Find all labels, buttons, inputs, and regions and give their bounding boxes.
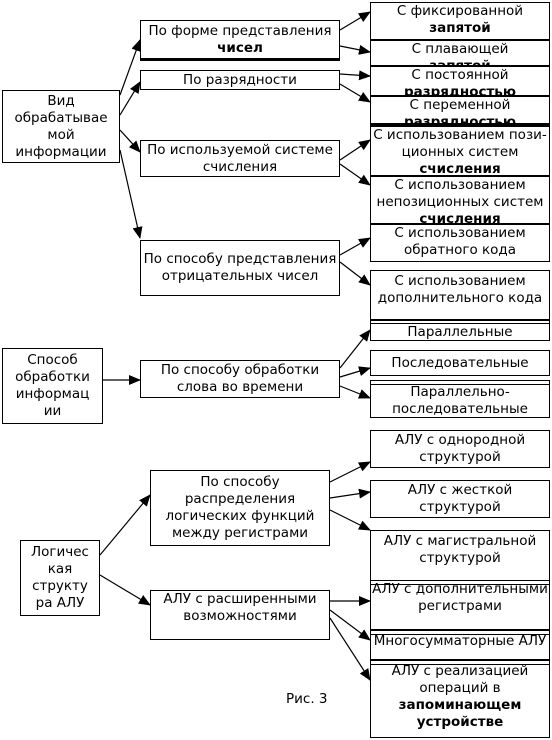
arrow-form-to-float — [339, 44, 371, 55]
category-by-form-bold: чисел — [217, 39, 263, 56]
arrow-root-to-system — [119, 129, 141, 153]
category-by-system-label: По используемой системе счисления — [147, 141, 333, 175]
leaf-floating-point-bold: запятой — [429, 58, 491, 68]
category-by-distribution: По способу распределения логических функ… — [150, 470, 330, 546]
arrow-width-to-var — [339, 83, 371, 103]
arrow-root-to-form — [119, 39, 141, 96]
category-extended-alu: АЛУ с расширенными возможностями — [150, 590, 330, 640]
root-alu-structure-line: ра АЛУ — [35, 595, 85, 611]
arrow-distribution-to-homogeneous — [329, 461, 371, 483]
leaf-variable-width: С переменной разрядностью — [370, 96, 550, 126]
category-by-form: По форме представления чисел — [140, 20, 340, 61]
root-info-type-line: мой — [47, 126, 75, 143]
leaf-fixed-point-bold: запятой — [429, 20, 491, 36]
root-processing-method: Способ обработки информац ии — [2, 348, 103, 424]
leaf-memory: АЛУ с реализацией операций в запоминающе… — [370, 660, 550, 738]
root-alu-structure: Логичес кая структу ра АЛУ — [20, 540, 100, 616]
leaf-bus-label: АЛУ с магистральной структурой — [383, 533, 537, 566]
root-processing-method-line: обработки — [15, 369, 90, 385]
leaf-nonpositional: С использованием непозиционных систем сч… — [370, 176, 550, 226]
leaf-memory-bold: запоминающем устройстве — [398, 697, 522, 730]
root-alu-structure-line: структу — [32, 578, 88, 594]
root-info-type-line: обрабатывае — [14, 109, 108, 126]
leaf-fixed-point-line: С фиксированной — [396, 3, 524, 19]
leaf-parallel-serial: Параллельно-последовательные — [370, 380, 550, 418]
root-info-type: Вид обрабатывае мой информации — [2, 90, 120, 163]
root-alu-structure-line: кая — [47, 561, 73, 577]
arrow-system-to-nonpos — [339, 163, 371, 186]
leaf-serial: Последовательные — [370, 350, 550, 376]
leaf-memory-label: АЛУ с реализацией операций в — [391, 663, 529, 696]
leaf-serial-label: Последовательные — [391, 354, 529, 371]
root-info-type-line: информации — [15, 143, 107, 160]
category-extended-alu-label: АЛУ с расширенными возможностями — [163, 591, 317, 624]
category-by-negative-label: По способу представления отрицательных ч… — [143, 251, 337, 284]
category-by-system: По используемой системе счисления — [140, 140, 340, 177]
arrow-distribution-to-bus — [329, 509, 371, 531]
leaf-floating-point: С плавающей запятой — [370, 40, 550, 68]
root-processing-method-line: Способ — [27, 352, 78, 368]
leaf-homogeneous-label: АЛУ с однородной структурой — [394, 432, 526, 465]
leaf-rigid: АЛУ с жесткой структурой — [370, 480, 550, 518]
leaf-reverse-code: С использованием обратного кода — [370, 224, 550, 262]
leaf-multisum: Многосумматорные АЛУ — [370, 630, 550, 660]
arrow-logic-to-extended — [99, 574, 151, 606]
root-processing-method-line: ии — [43, 403, 62, 419]
root-alu-structure-line: Логичес — [31, 544, 89, 560]
leaf-positional-bold: счисления — [419, 161, 501, 176]
arrow-negative-to-reverse — [339, 237, 371, 256]
category-by-form-label: По форме представления — [148, 22, 332, 39]
arrow-root-to-negative — [119, 149, 143, 239]
leaf-positional-label: С использованием пози-ционных систем — [373, 127, 547, 160]
leaf-additional-registers: АЛУ с дополнительными регистрами — [370, 580, 550, 630]
leaf-fixed-point: С фиксированной запятой — [370, 2, 550, 40]
category-by-time: По способу обработки слова во времени — [140, 360, 340, 398]
root-processing-method-line: информац — [15, 386, 90, 402]
leaf-nonpositional-bold: счисления — [419, 211, 501, 226]
arrow-category-to-serial — [339, 366, 371, 378]
arrow-root-to-width — [119, 81, 141, 116]
leaf-complement-code-label: С использованием дополнительного кода — [377, 273, 543, 306]
leaf-variable-width-line: С переменной — [409, 97, 511, 113]
arrow-system-to-pos — [339, 139, 371, 161]
leaf-positional: С использованием пози-ционных систем счи… — [370, 126, 550, 176]
arrow-category-to-mixed — [339, 385, 371, 399]
arrow-form-to-fixed — [339, 11, 371, 31]
leaf-complement-code: С использованием дополнительного кода — [370, 270, 550, 320]
leaf-floating-point-line: С плавающей — [411, 41, 509, 57]
leaf-parallel-serial-label: Параллельно-последовательные — [392, 384, 528, 417]
arrow-distribution-to-rigid — [329, 488, 371, 499]
leaf-variable-width-bold: разрядностью — [404, 114, 516, 126]
category-by-width: По разрядности — [140, 70, 340, 90]
arrow-extended-to-multisum — [329, 609, 371, 641]
arrow-width-to-const — [339, 70, 371, 81]
leaf-constant-width: С постоянной разрядностью — [370, 66, 550, 96]
arrow-logic-to-distribution — [99, 494, 151, 556]
category-by-time-label: По способу обработки слова во времени — [160, 362, 320, 395]
leaf-nonpositional-label: С использованием непозиционных систем — [376, 177, 544, 210]
category-by-width-label: По разрядности — [183, 71, 297, 88]
leaf-constant-width-bold: разрядностью — [404, 84, 516, 96]
leaf-multisum-label: Многосумматорные АЛУ — [373, 633, 547, 649]
figure-caption: Рис. 3 — [286, 691, 328, 707]
arrow-negative-to-complement — [339, 261, 371, 286]
leaf-homogeneous: АЛУ с однородной структурой — [370, 430, 550, 468]
leaf-parallel-label: Параллельные — [407, 324, 513, 340]
leaf-parallel: Параллельные — [370, 320, 550, 341]
leaf-reverse-code-label: С использованием обратного кода — [394, 225, 526, 258]
arrow-extended-to-memory — [329, 617, 371, 681]
arrow-category-to-parallel — [339, 329, 371, 369]
leaf-bus: АЛУ с магистральной структурой — [370, 530, 550, 582]
category-by-distribution-label: По способу распределения логических функ… — [165, 474, 315, 541]
category-by-negative: По способу представления отрицательных ч… — [140, 240, 340, 296]
leaf-constant-width-line: С постоянной — [411, 67, 509, 83]
leaf-additional-registers-label: АЛУ с дополнительными регистрами — [372, 581, 548, 614]
leaf-rigid-label: АЛУ с жесткой структурой — [407, 482, 513, 515]
root-info-type-line: Вид — [47, 92, 75, 109]
